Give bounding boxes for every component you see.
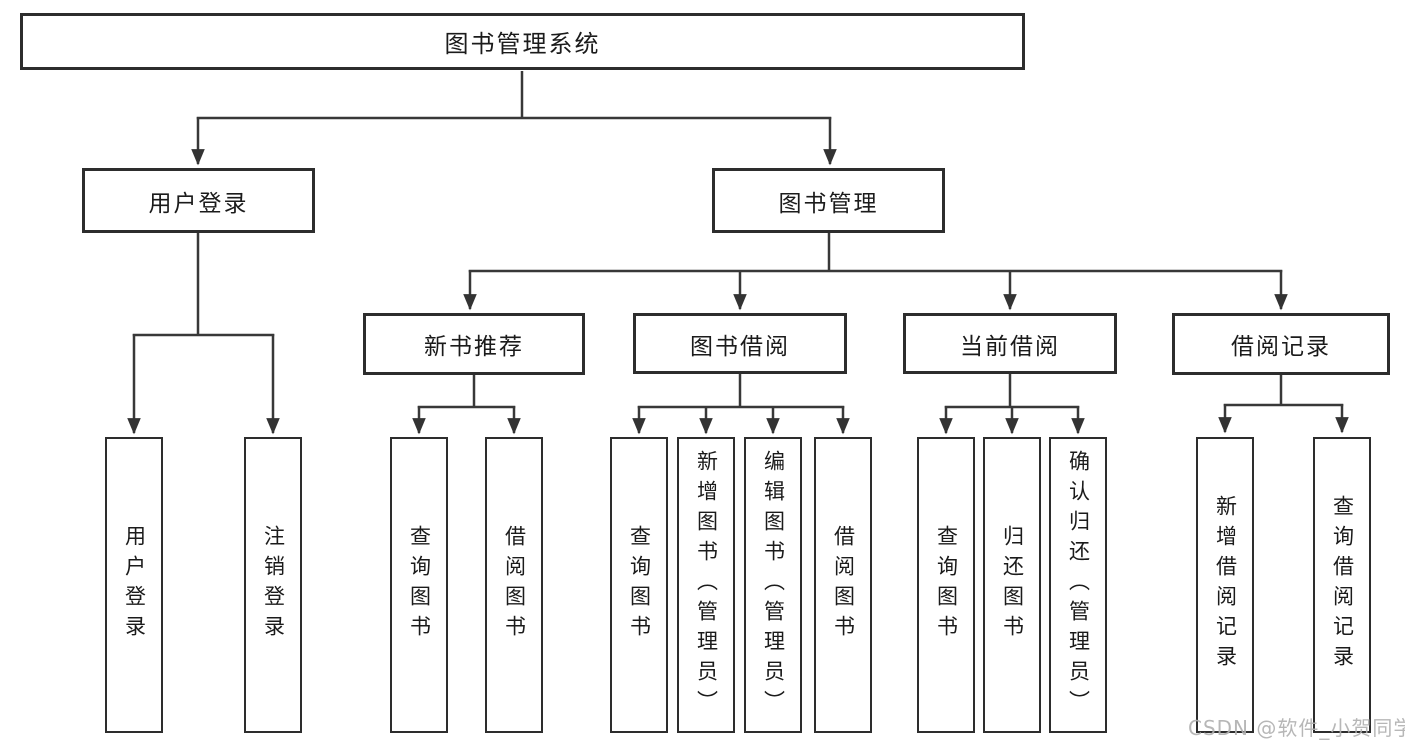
leaf-current-return-book: 归还图书 xyxy=(983,437,1041,733)
leaf-user-login: 用户登录 xyxy=(105,437,163,733)
node-root: 图书管理系统 xyxy=(20,13,1025,70)
leaf-borrow-query-book: 查询图书 xyxy=(610,437,668,733)
leaf-current-query-book: 查询图书 xyxy=(917,437,975,733)
node-book-management: 图书管理 xyxy=(712,168,945,233)
leaf-records-query-record: 查询借阅记录 xyxy=(1313,437,1371,733)
leaf-borrow-add-book-admin: 新增图书（管理员） xyxy=(677,437,735,733)
node-borrow-records: 借阅记录 xyxy=(1172,313,1390,375)
leaf-records-add-record: 新增借阅记录 xyxy=(1196,437,1254,733)
node-new-book-recommend: 新书推荐 xyxy=(363,313,585,375)
node-current-borrow: 当前借阅 xyxy=(903,313,1117,374)
leaf-newbooks-borrow-book: 借阅图书 xyxy=(485,437,543,733)
leaf-borrow-edit-book-admin: 编辑图书（管理员） xyxy=(744,437,802,733)
leaf-newbooks-query-book: 查询图书 xyxy=(390,437,448,733)
csdn-watermark: CSDN @软件_小贺同学 xyxy=(1188,716,1405,740)
leaf-logout: 注销登录 xyxy=(244,437,302,733)
node-user-login: 用户登录 xyxy=(82,168,315,233)
node-book-borrow: 图书借阅 xyxy=(633,313,847,374)
leaf-borrow-borrow-book: 借阅图书 xyxy=(814,437,872,733)
leaf-current-confirm-return-admin: 确认归还（管理员） xyxy=(1049,437,1107,733)
